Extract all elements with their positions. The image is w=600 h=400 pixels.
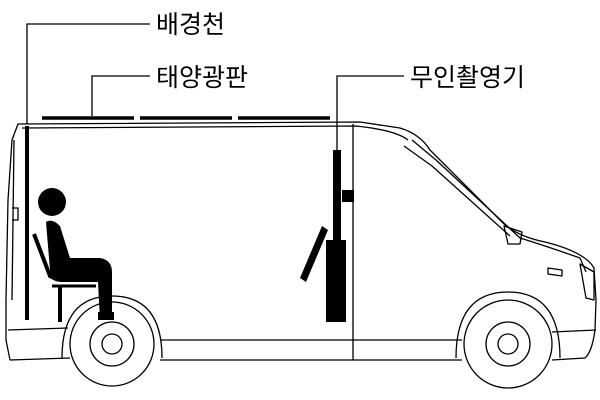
solar-panel-leader [91,75,150,116]
door-handle [547,267,563,277]
camera-stand [300,226,328,282]
seated-person [32,188,114,322]
windshield-inner [403,145,511,237]
rear-light [12,207,19,221]
front-tire [463,299,553,389]
windshield [411,139,587,273]
headlight [579,263,595,301]
van-outer-outline [5,121,597,361]
front-wheel-arch [455,291,561,359]
camera-base [326,240,346,322]
backdrop-leader [26,23,150,124]
callout-lines [26,23,404,150]
backdrop-label: 배경천 [156,10,225,39]
rear-bumper-line [7,327,69,331]
van-body [5,121,597,361]
front-wheel [463,299,553,389]
camera-label: 무인촬영기 [410,63,525,92]
rear-rim-inner [101,333,123,355]
unmanned-camera [300,150,354,322]
person-head [38,188,66,216]
backdrop-bar [25,126,29,320]
rear-rim-outer [89,321,135,367]
side-mirror [503,225,523,245]
van-inner-roof [21,125,409,141]
camera-leader [336,75,404,150]
camera-pole [333,150,341,242]
solar-panel-label: 태양광판 [156,63,248,92]
front-bumper-line [551,329,597,333]
camera-unit [342,190,354,202]
person-torso [46,220,112,320]
chair-back [32,233,59,282]
front-rim-outer [485,321,531,367]
front-rim-inner [497,333,519,355]
person-foot [98,312,114,320]
